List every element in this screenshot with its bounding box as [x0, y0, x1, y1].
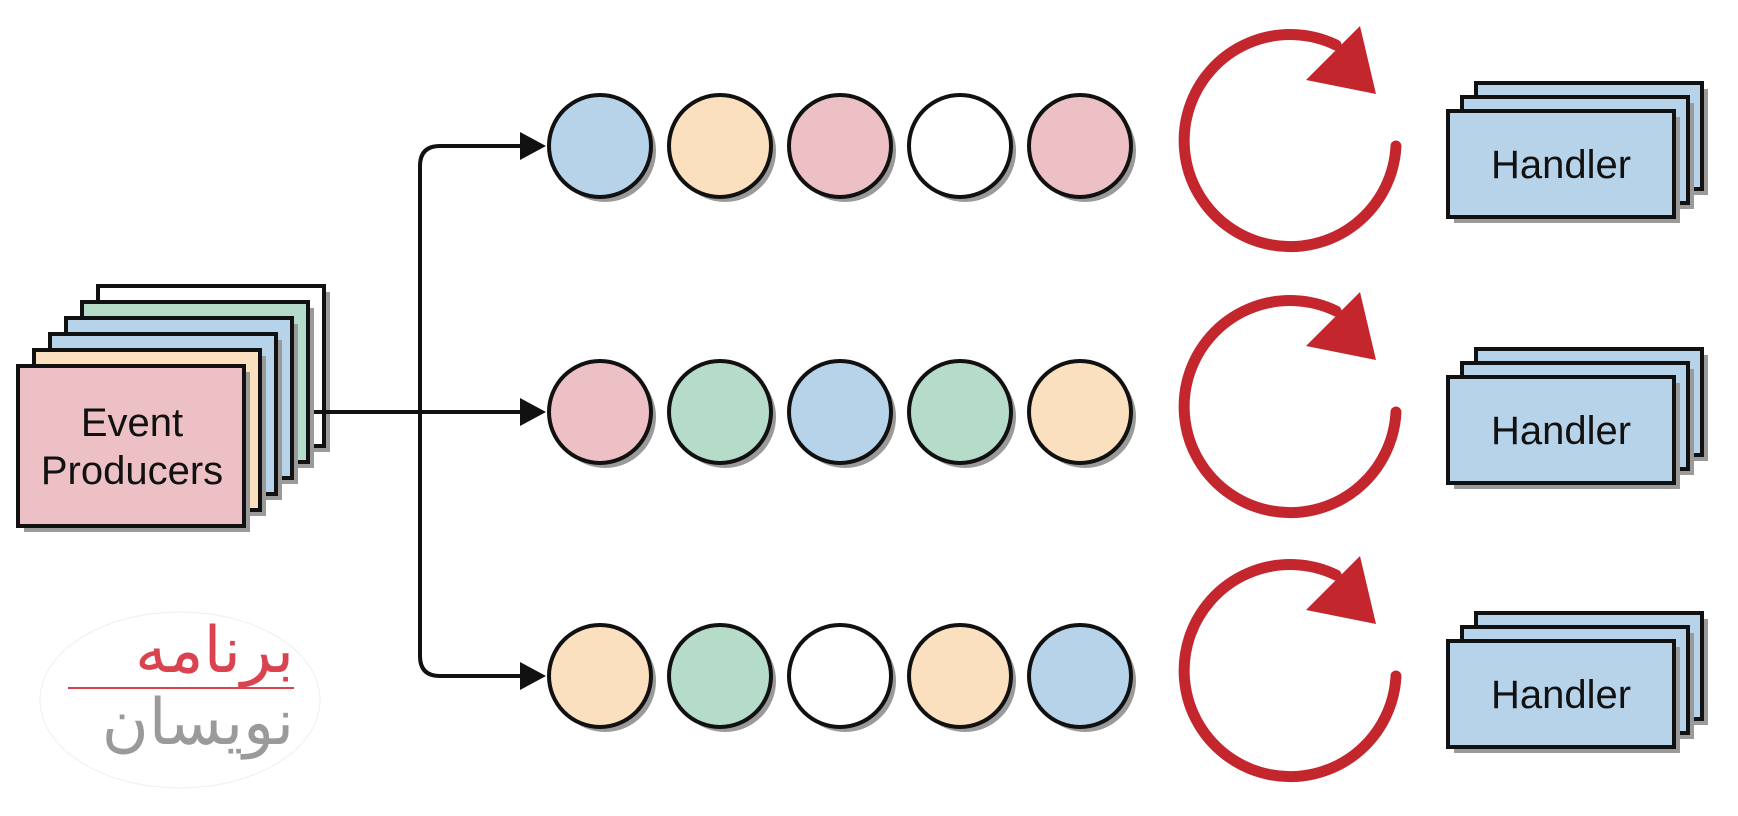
event-circle-green [667, 359, 773, 465]
event-circle-white [907, 93, 1013, 199]
event-circle-blue [787, 359, 893, 465]
event-circle-green [907, 359, 1013, 465]
event-loop-arc [1178, 295, 1402, 519]
watermark-logo: برنامه نویسان [39, 611, 321, 789]
handler-card [1446, 375, 1676, 485]
event-circle-blue [547, 93, 653, 199]
event-circle-pink [1027, 93, 1133, 199]
handler-label: Handler [1491, 409, 1631, 453]
arrowhead-bottom [520, 662, 546, 690]
event-loop-arrowhead [1306, 556, 1376, 624]
event-loop-arc [1178, 29, 1402, 253]
event-circle-pink [787, 93, 893, 199]
event-loop-arrowhead [1306, 292, 1376, 360]
logo-text-line2: نویسان [102, 686, 294, 760]
event-circle-peach [1027, 359, 1133, 465]
event-circle-peach [547, 623, 653, 729]
event-producers-stack [16, 284, 330, 532]
connector-arrow-bottom [418, 412, 540, 678]
event-circle-peach [667, 93, 773, 199]
event-circle-green [667, 623, 773, 729]
connector-arrow-top [418, 144, 540, 412]
handler-card [1446, 109, 1676, 219]
event-queues [547, 93, 1136, 732]
event-circle-white [787, 623, 893, 729]
event-producers-label-line1: Event [81, 401, 183, 445]
event-producers-label-line2: Producers [41, 449, 223, 493]
handler-card [1446, 639, 1676, 749]
event-loop-arrowhead [1306, 26, 1376, 94]
dispatch-connectors [314, 132, 546, 690]
event-circle-pink [547, 359, 653, 465]
arrowhead-top [520, 132, 546, 160]
event-circle-blue [1027, 623, 1133, 729]
logo-text-line1: برنامه [135, 614, 294, 688]
event-circle-peach [907, 623, 1013, 729]
producer-card [16, 364, 246, 528]
event-loop-arc [1178, 559, 1402, 783]
handler-label: Handler [1491, 143, 1631, 187]
logo-backdrop [39, 611, 321, 789]
event-loops [1178, 26, 1402, 783]
arrowhead-middle [520, 398, 546, 426]
handler-label: Handler [1491, 673, 1631, 717]
